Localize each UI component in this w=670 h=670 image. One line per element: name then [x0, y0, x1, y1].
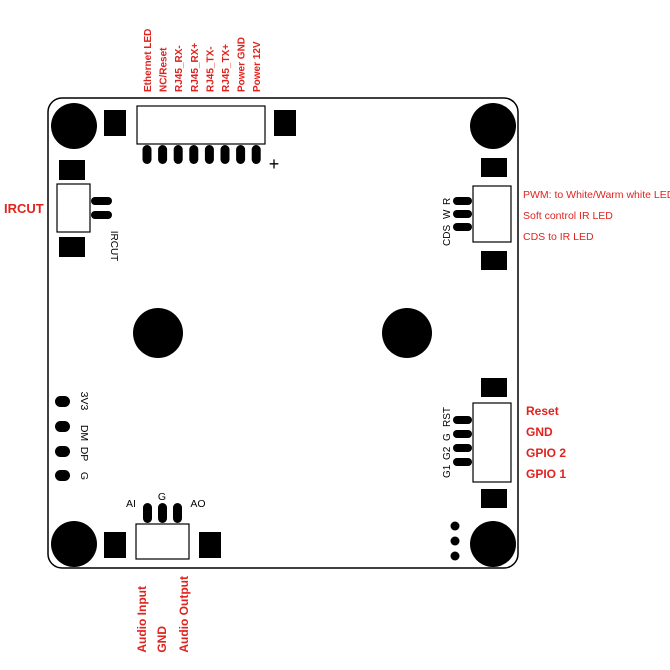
ir-led-housing	[472, 185, 512, 243]
audio-housing	[135, 523, 190, 560]
top-connector-pin	[158, 145, 168, 164]
top-connector-label: RJ45_TX+	[221, 44, 232, 92]
audio-desc-input: Audio Input	[135, 586, 149, 653]
audio-desc-output: Audio Output	[177, 576, 191, 653]
audio-pin-ai	[143, 503, 152, 523]
gpio-desc-reset: Reset	[526, 404, 559, 418]
gpio-silk-rst: RST	[442, 407, 453, 427]
gpio-pin-g2	[453, 444, 472, 452]
mounting-hole-top-right	[470, 103, 516, 149]
ircut-connector: IRCUT	[56, 160, 119, 262]
silk-dp: DP	[78, 447, 90, 462]
ir-led-silk-w: W	[442, 209, 453, 219]
audio-connector: AI G AO	[104, 491, 221, 560]
ir-led-silk-cds: CDS	[442, 225, 453, 246]
audio-pad-left	[104, 532, 126, 558]
ir-led-pin-w	[453, 210, 472, 218]
ir-led-desc-pwm: PWM: to White/Warm white LED	[523, 189, 670, 201]
ir-led-pad-bottom	[481, 251, 507, 270]
gpio-pin-rst	[453, 416, 472, 424]
top-connector-pin	[189, 145, 199, 164]
mounting-hole-top-left	[51, 103, 97, 149]
top-connector-pins	[142, 145, 261, 164]
top-connector-pin	[142, 145, 152, 164]
usb-pads: 3V3 DM DP G	[55, 392, 90, 481]
mounting-hole-bottom-right	[470, 521, 516, 567]
top-connector-label: RJ45_TX-	[205, 46, 216, 92]
top-connector-label: Power GND	[237, 37, 248, 92]
ircut-pad-top	[59, 160, 85, 180]
gpio-pin-g1	[453, 458, 472, 466]
pad-g	[55, 470, 70, 481]
top-connector-pin	[251, 145, 261, 164]
ir-led-pin-r	[453, 197, 472, 205]
ir-led-pad-top	[481, 158, 507, 177]
ir-led-pin-cds	[453, 223, 472, 231]
ircut-silk-label: IRCUT	[108, 231, 119, 262]
ircut-pad-bottom	[59, 237, 85, 257]
top-connector: +	[104, 105, 296, 174]
gpio-housing	[472, 402, 512, 483]
top-connector-label: NC/Reset	[159, 47, 170, 92]
audio-silk-ao: AO	[190, 498, 205, 510]
audio-silk-g: G	[158, 491, 166, 503]
top-connector-labels: Ethernet LED NC/Reset RJ45_RX- RJ45_RX+ RJ45…	[143, 29, 263, 92]
lens-hole-right	[382, 308, 432, 358]
ircut-pin-2	[91, 211, 112, 219]
top-connector-pad-left	[104, 110, 126, 136]
ircut-side-label: IRCUT	[4, 201, 44, 216]
gpio-connector: G1 G2 G RST	[442, 378, 512, 508]
top-connector-pin	[220, 145, 230, 164]
silk-3v3: 3V3	[78, 392, 90, 411]
test-dot-1	[450, 521, 460, 531]
gpio-pad-top	[481, 378, 507, 397]
ir-led-desc-cds: CDS to IR LED	[523, 231, 594, 243]
silk-g: G	[78, 472, 90, 480]
ir-led-desc-soft: Soft control IR LED	[523, 210, 613, 222]
audio-pad-right	[199, 532, 221, 558]
top-connector-label: RJ45_RX+	[190, 43, 201, 92]
gpio-desc-gnd: GND	[526, 425, 553, 439]
ircut-pin-1	[91, 197, 112, 205]
top-connector-pin	[204, 145, 214, 164]
top-connector-housing	[136, 105, 266, 145]
plus-mark: +	[269, 154, 280, 174]
audio-silk-ai: AI	[126, 498, 136, 510]
top-connector-pad-right	[274, 110, 296, 136]
top-connector-pin	[173, 145, 183, 164]
gpio-silk-g1: G1	[442, 464, 453, 478]
gpio-desc-gpio1: GPIO 1	[526, 467, 566, 481]
gpio-desc-gpio2: GPIO 2	[526, 446, 566, 460]
test-dot-2	[450, 536, 460, 546]
ir-led-connector: CDS W R	[442, 158, 512, 270]
gpio-silk-g2: G2	[442, 446, 453, 460]
pcb-board	[47, 97, 519, 569]
pad-dm	[55, 421, 70, 432]
top-connector-label: Ethernet LED	[143, 29, 154, 92]
top-connector-label: RJ45_RX-	[174, 45, 185, 92]
top-connector-label: Power 12V	[252, 41, 263, 92]
test-dot-3	[450, 551, 460, 561]
mounting-hole-bottom-left	[51, 521, 97, 567]
audio-pin-ao	[173, 503, 182, 523]
audio-pin-g	[158, 503, 167, 523]
silk-dm: DM	[78, 425, 90, 441]
audio-desc-gnd: GND	[155, 626, 169, 653]
ir-led-silk-r: R	[442, 198, 453, 205]
pad-3v3	[55, 396, 70, 407]
top-connector-pin	[236, 145, 246, 164]
gpio-silk-g: G	[442, 433, 453, 441]
gpio-pin-g	[453, 430, 472, 438]
pad-dp	[55, 446, 70, 457]
ircut-housing	[56, 183, 91, 233]
lens-hole-left	[133, 308, 183, 358]
gpio-pad-bottom	[481, 489, 507, 508]
